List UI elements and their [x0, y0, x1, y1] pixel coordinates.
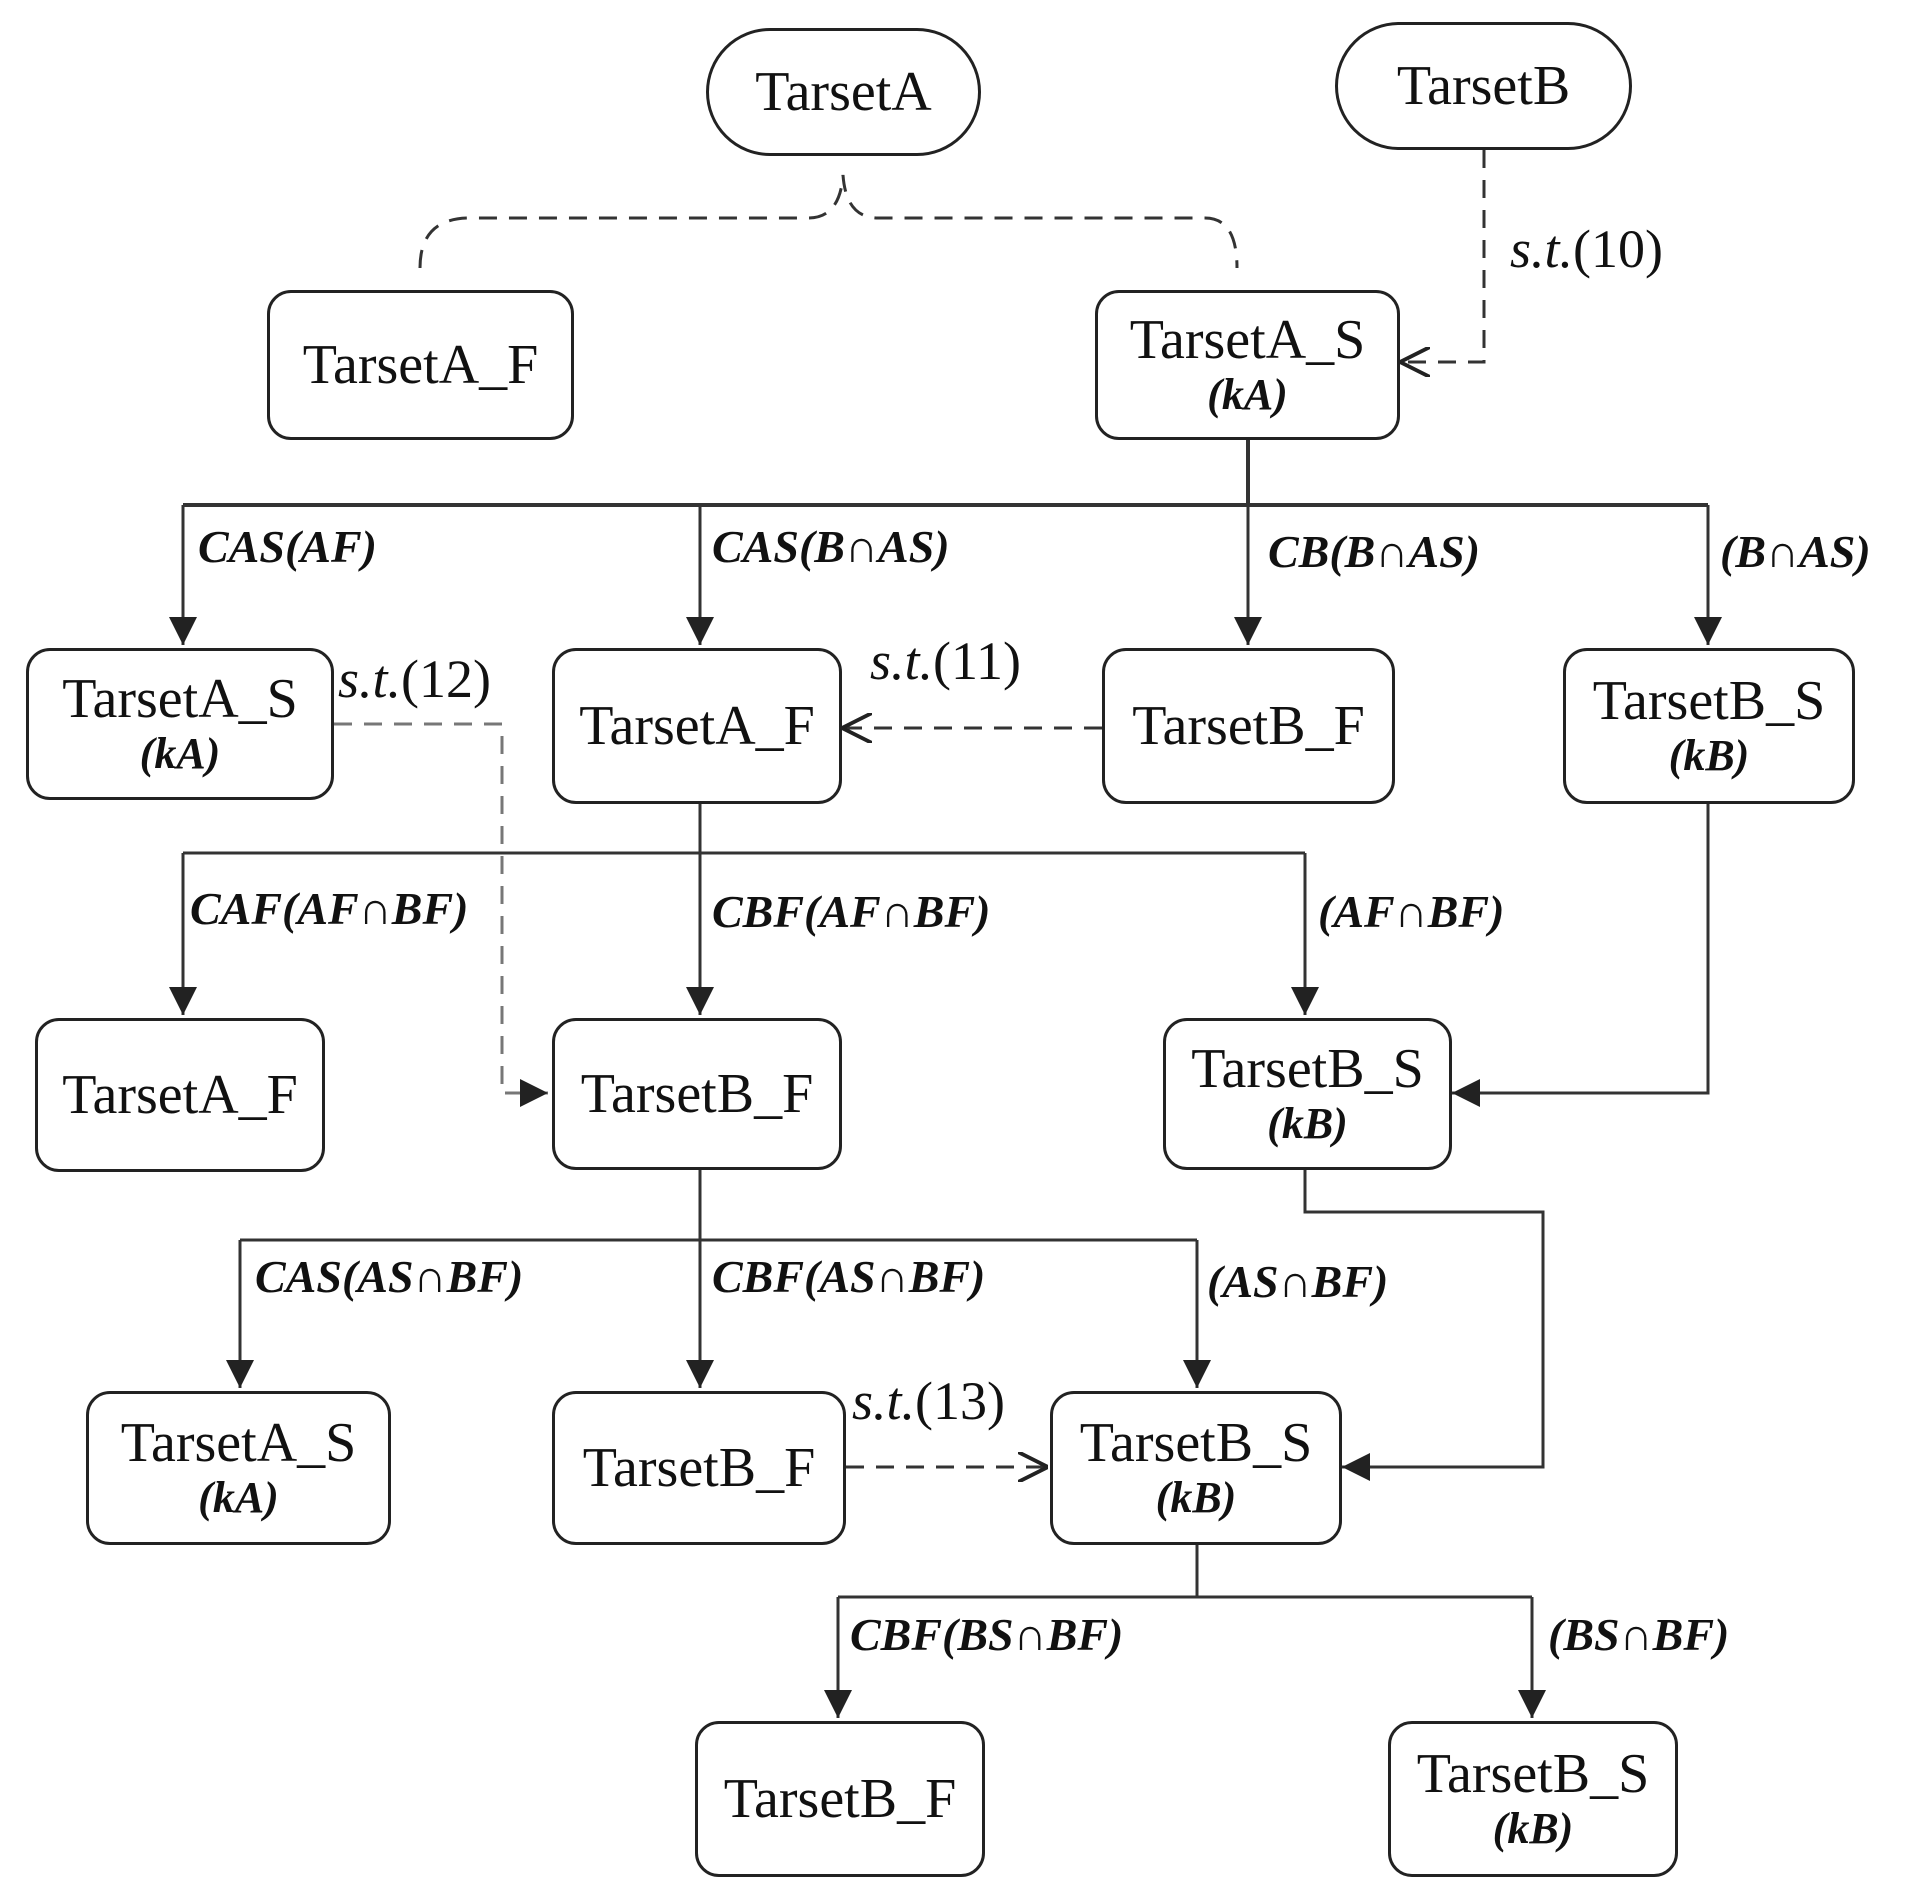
- edge-label-cbf-as-bf: CBF(AS∩BF): [712, 1251, 986, 1302]
- constraint-number: (11): [933, 631, 1021, 691]
- edge-label-cas-af: CAS(AF): [198, 521, 377, 572]
- split-level3: [240, 1170, 1197, 1242]
- node-param: (kA): [1207, 370, 1288, 419]
- constraint-number: (10): [1573, 219, 1663, 279]
- constraint-label-11: s.t.(11): [870, 630, 1021, 692]
- edge-label-bs-bf: (BS∩BF): [1548, 1609, 1730, 1660]
- edge-l3bs-to-l4bs: [1303, 1170, 1545, 1481]
- node-l4-tarsetb-f: TarsetB_F: [552, 1391, 846, 1545]
- node-label: TarsetB_F: [580, 1063, 814, 1125]
- st-prefix: s.t.: [852, 1371, 916, 1431]
- node-label: TarsetB_S: [1079, 1412, 1313, 1474]
- node-l2-tarseta-f: TarsetA_F: [552, 648, 842, 804]
- node-l4-tarsetb-s: TarsetB_S (kB): [1050, 1391, 1342, 1545]
- constraint-label-13: s.t.(13): [852, 1370, 1005, 1432]
- split-level2: [183, 804, 1305, 855]
- node-tarseta-root: TarsetA: [706, 28, 981, 156]
- node-param: (kB): [1155, 1473, 1237, 1522]
- node-label: TarsetB: [1396, 55, 1571, 117]
- node-label: TarsetB_S: [1416, 1743, 1650, 1805]
- constraint-label-10: s.t.(10): [1510, 218, 1663, 280]
- node-l2-tarseta-s: TarsetA_S (kA): [26, 648, 334, 800]
- node-l5-tarsetb-f: TarsetB_F: [695, 1721, 985, 1877]
- node-param: (kB): [1668, 731, 1750, 780]
- node-param: (kA): [139, 729, 221, 778]
- node-l2-tarsetb-f: TarsetB_F: [1102, 648, 1395, 804]
- edge-label-cbf-bs-bf: CBF(BS∩BF): [850, 1609, 1124, 1660]
- constraint-number: (13): [915, 1371, 1005, 1431]
- constraint-edge-10: [1400, 150, 1486, 362]
- node-l1-tarseta-s: TarsetA_S (kA): [1095, 290, 1400, 440]
- edge-label-af-bf: (AF∩BF): [1318, 886, 1505, 937]
- node-param: (kB): [1492, 1804, 1574, 1853]
- node-l3-tarseta-f: TarsetA_F: [35, 1018, 325, 1172]
- edge-label-cas-b-as: CAS(B∩AS): [712, 521, 950, 572]
- node-label: TarsetA: [755, 61, 932, 123]
- node-param: (kA): [198, 1473, 279, 1522]
- node-label: TarsetB_S: [1191, 1038, 1424, 1100]
- node-l4-tarseta-s: TarsetA_S (kA): [86, 1391, 391, 1545]
- node-label: TarsetB_F: [723, 1768, 957, 1830]
- node-label: TarsetB_F: [582, 1437, 816, 1499]
- edge-label-cb-b-as: CB(B∩AS): [1268, 526, 1481, 577]
- st-prefix: s.t.: [338, 649, 402, 709]
- edge-label-b-as: (B∩AS): [1720, 526, 1871, 577]
- node-label: TarsetA_S: [120, 1412, 357, 1474]
- edge-label-cas-as-bf: CAS(AS∩BF): [255, 1251, 524, 1302]
- node-param: (kB): [1267, 1099, 1348, 1148]
- node-label: TarsetA_S: [62, 668, 298, 730]
- st-prefix: s.t.: [870, 631, 934, 691]
- edge-label-caf-af-bf: CAF(AF∩BF): [190, 883, 469, 934]
- node-l2-tarsetb-s: TarsetB_S (kB): [1563, 648, 1855, 804]
- node-l3-tarsetb-f: TarsetB_F: [552, 1018, 842, 1170]
- node-label: TarsetA_F: [579, 695, 815, 757]
- st-prefix: s.t.: [1510, 219, 1574, 279]
- group-brace: [418, 174, 1239, 269]
- node-label: TarsetA_F: [302, 334, 539, 396]
- edge-label-cbf-af-bf: CBF(AF∩BF): [712, 886, 991, 937]
- constraint-label-12: s.t.(12): [338, 648, 491, 710]
- constraint-number: (12): [401, 649, 491, 709]
- node-l3-tarsetb-s: TarsetB_S (kB): [1163, 1018, 1452, 1170]
- node-label: TarsetA_F: [62, 1064, 298, 1126]
- node-tarsetb-root: TarsetB: [1335, 22, 1632, 150]
- node-label: TarsetB_S: [1592, 670, 1826, 732]
- edge-label-as-bf: (AS∩BF): [1207, 1256, 1389, 1307]
- node-l1-tarseta-f: TarsetA_F: [267, 290, 574, 440]
- edge-l2bs-to-l3bs: [1452, 804, 1710, 1107]
- split-level4: [838, 1545, 1532, 1599]
- node-l5-tarsetb-s: TarsetB_S (kB): [1388, 1721, 1678, 1877]
- split-level1: [183, 440, 1708, 507]
- node-label: TarsetB_F: [1132, 695, 1365, 757]
- node-label: TarsetA_S: [1129, 309, 1366, 371]
